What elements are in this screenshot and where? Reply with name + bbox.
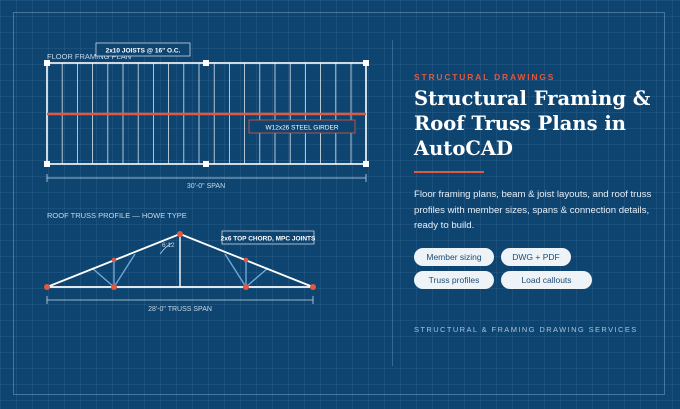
tag-member-sizing[interactable]: Member sizing [414,248,494,266]
tag-dwg-pdf[interactable]: DWG + PDF [501,248,571,266]
tag-load-callouts[interactable]: Load callouts [501,271,592,289]
floor-framing-plan: FLOOR FRAMING PLAN 2x10 JOISTS @ 16" O.C… [44,42,369,190]
truss-web-members [91,253,269,288]
web-member [245,267,269,288]
post-marker [44,60,50,66]
joist-callout-label: 2x10 JOISTS @ 16" O.C. [106,48,181,55]
web-member [113,253,136,288]
truss-heading: ROOF TRUSS PROFILE — HOWE TYPE [47,211,187,220]
column-posts [44,60,369,167]
girder-callout-box [248,119,356,134]
floor-plan-heading: FLOOR FRAMING PLAN [47,52,131,61]
chord-callout-label: 2x6 TOP CHORD, MPC JOINTS [221,236,316,243]
joint-dot [177,231,183,237]
joint-dot [243,257,249,263]
post-marker [203,60,209,66]
pitch-label: 6:12 [162,242,175,249]
column-divider [392,40,393,366]
joist-callout-box [95,42,191,57]
girder-callout-label: W12x26 STEEL GIRDER [265,125,338,132]
floor-span-label: 30'-0" SPAN [187,183,225,190]
eyebrow-label: STRUCTURAL DRAWINGS [414,72,556,82]
truss-span-label: 28'-0" TRUSS SPAN [148,306,212,313]
chord-callout-box [221,230,315,245]
web-member [91,267,115,288]
web-member [224,253,247,288]
truss-joints [44,231,316,290]
page-title: Structural Framing & Roof Truss Plans in… [414,87,651,160]
tag-truss-profiles[interactable]: Truss profiles [414,271,494,289]
post-marker [363,60,369,66]
title-underline [414,171,484,173]
roof-truss-profile: ROOF TRUSS PROFILE — HOWE TYPE [44,211,316,313]
pitch-arc [159,242,173,255]
frame-border [13,12,665,395]
joint-dot [310,284,316,290]
joint-dot [243,284,249,290]
joint-dot [111,284,117,290]
description: Floor framing plans, beam & joist layout… [414,189,652,231]
post-marker [363,161,369,167]
joint-dot [44,284,50,290]
post-marker [203,161,209,167]
post-marker [44,161,50,167]
joint-dot [111,257,117,263]
services-footer: STRUCTURAL & FRAMING DRAWING SERVICES [414,325,638,334]
